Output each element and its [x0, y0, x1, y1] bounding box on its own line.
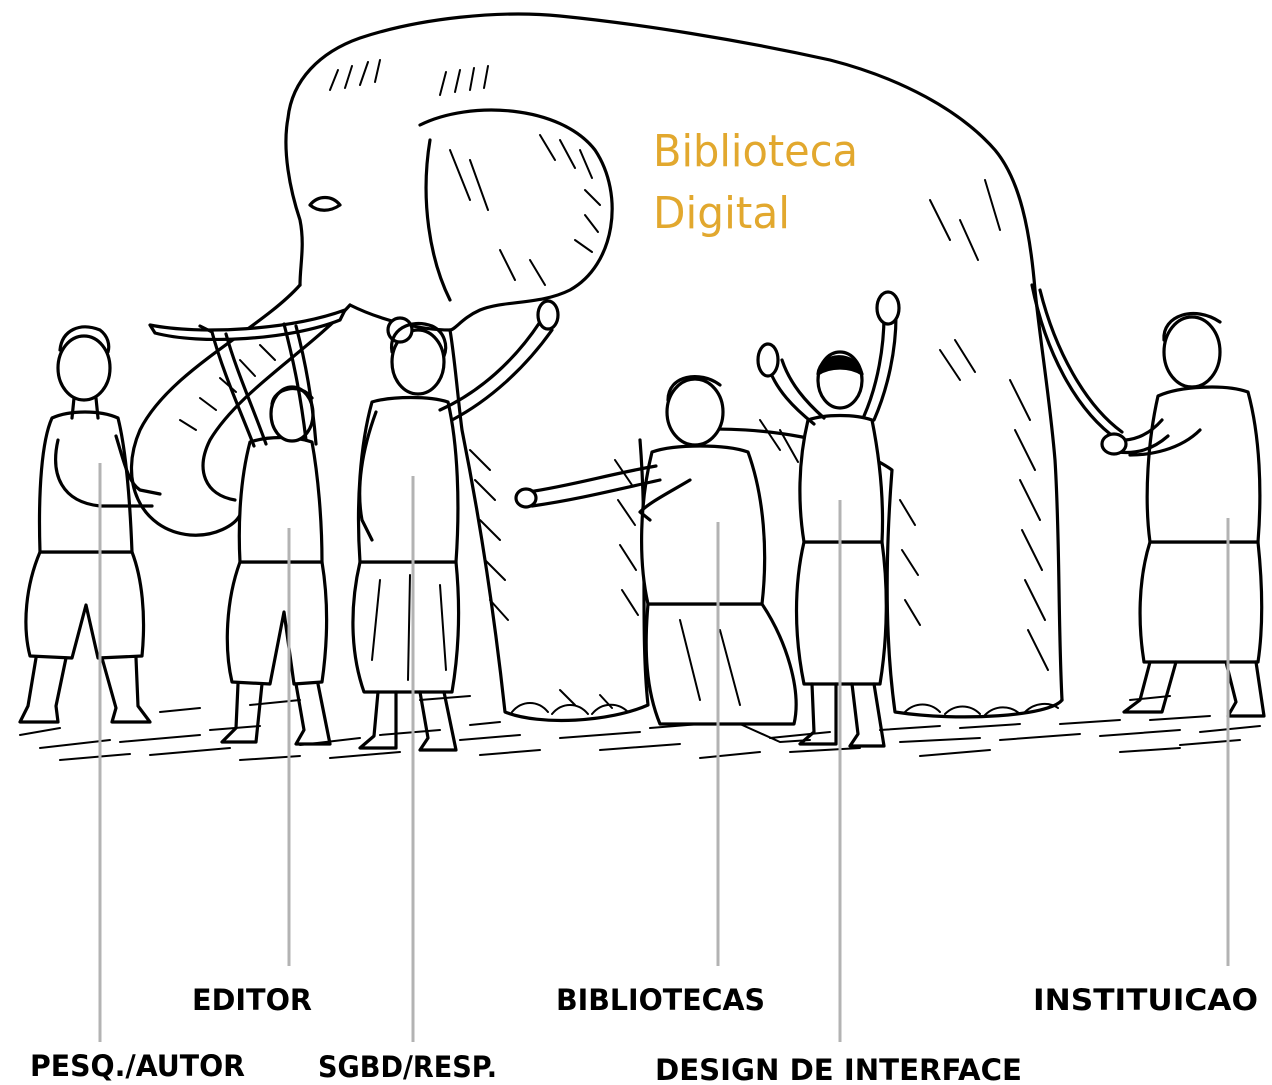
figure-legs — [220, 682, 332, 746]
elephant-front-leg — [448, 328, 650, 723]
figure-head — [665, 377, 725, 447]
figure-hand — [536, 299, 560, 331]
figure-folds — [679, 619, 811, 743]
label-pesq-autor: PESQ./AUTOR — [30, 1049, 245, 1083]
figure-torso — [37, 410, 134, 554]
elephant-tusks — [148, 308, 347, 342]
ground-hatching — [19, 695, 1261, 761]
figure-editor — [198, 322, 332, 746]
figure-pants — [225, 560, 329, 686]
figure-head — [390, 328, 446, 396]
figure-instituicao — [1100, 312, 1266, 718]
figure-skirt-folds — [371, 574, 447, 681]
figure-hand — [514, 487, 538, 509]
figure-kneeling-legs — [644, 602, 798, 726]
figure-legs — [798, 682, 886, 748]
figure-hair — [1162, 312, 1222, 342]
title: Biblioteca Digital — [653, 126, 858, 239]
elephant-back-outline — [286, 12, 1064, 702]
label-bibliotecas: BIBLIOTECAS — [556, 983, 765, 1017]
figure-legs — [1122, 660, 1266, 718]
figure-pesq-autor — [18, 325, 162, 724]
figure-hair — [816, 355, 864, 376]
figure-arms — [526, 464, 692, 522]
figure-legs — [18, 656, 152, 724]
elephant-toenails — [511, 702, 1059, 716]
label-instituicao: INSTITUICAO — [1033, 983, 1258, 1017]
label-sgbd-resp: SGBD/RESP. — [318, 1050, 497, 1084]
figure-bibliotecas — [514, 375, 811, 743]
label-editor: EDITOR — [192, 983, 312, 1017]
figure-sgbd-resp — [351, 299, 560, 752]
figure-pants — [24, 550, 146, 660]
figure-legs — [358, 690, 458, 752]
title-line-2: Digital — [653, 188, 790, 239]
figure-torso — [237, 435, 324, 564]
figure-arms — [54, 434, 162, 508]
figure-arms — [198, 322, 318, 448]
figure-pants — [1138, 540, 1264, 664]
figure-torso — [798, 413, 885, 544]
elephant-hatching — [179, 59, 1049, 709]
figure-torso — [1145, 385, 1262, 544]
elephant-eye — [308, 195, 342, 212]
elephant — [130, 12, 1124, 723]
figure-hand-left — [756, 342, 780, 378]
figure-arms — [766, 314, 898, 426]
figure-hair — [666, 375, 722, 402]
figure-hair — [58, 325, 111, 420]
figure-torso — [640, 444, 767, 606]
label-design-interface: DESIGN DE INTERFACE — [655, 1053, 1022, 1085]
elephant-tail — [1030, 283, 1124, 442]
figure-hand-right — [875, 290, 901, 326]
figure-hand — [1100, 432, 1128, 456]
labels: EDITOR BIBLIOTECAS INSTITUICAO PESQ./AUT… — [30, 983, 1258, 1085]
figure-hair — [389, 321, 448, 358]
figure-head — [56, 334, 112, 402]
title-line-1: Biblioteca — [653, 126, 858, 177]
figure-hair — [270, 387, 314, 406]
figure-arms — [358, 320, 554, 542]
elephant-face — [284, 116, 304, 287]
elephant-ear — [418, 108, 614, 332]
callout-lines — [98, 463, 1230, 1042]
figure-head — [1162, 315, 1222, 389]
